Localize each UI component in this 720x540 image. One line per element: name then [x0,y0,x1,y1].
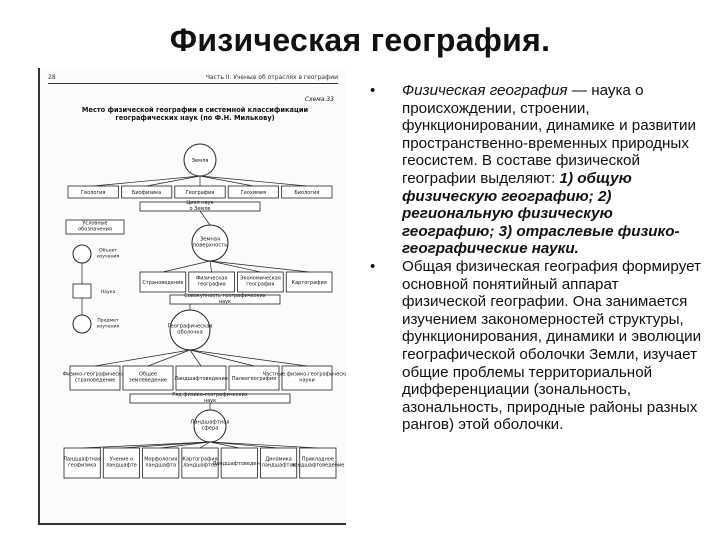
top-science-box-2-label: География [186,190,215,196]
middle-science-box-3-label: Картография [292,280,327,286]
lower-science-box-3-label: Палеогеография [232,376,276,382]
bullet-text: Физическая география — наука о происхожд… [402,82,706,258]
bullet-dot: • [370,82,376,99]
bottom-link-3 [199,441,211,449]
scan-caption: Схема 33 [304,96,334,103]
scan-page-number: 28 [48,74,56,81]
bottom-link-0 [82,441,211,449]
legend-subject-circle [72,314,92,334]
geo-set-bar [169,294,281,305]
bottom-link-2 [160,441,211,449]
bottom-science-box-1 [102,447,140,479]
bottom-science-box-0 [63,447,101,479]
lower-link-1 [147,349,191,367]
term-physical-geography: Физическая география [402,82,568,99]
top-link-1 [146,175,201,187]
top-science-box-1-label: Биофизика [132,190,161,196]
bottom-link-6 [209,441,318,449]
bullet-item-definition: • Физическая география — наука о происхо… [366,82,706,258]
legend-object-circle [72,244,92,264]
lower-science-box-2 [175,365,227,391]
legend-science-label: Наука [101,289,116,295]
bottom-science-box-3 [181,447,219,479]
bottom-science-box-2 [142,447,180,479]
scanned-diagram: 28 Часть II. Ученые об отраслях в геогра… [38,68,346,525]
legend-science-rect [72,283,92,299]
scan-header: 28 Часть II. Ученые об отраслях в геогра… [48,74,338,81]
lower-science-box-4 [281,365,333,391]
scan-running-header: Часть II. Ученые об отраслях в географии [205,74,338,81]
lower-science-box-0 [69,365,121,391]
bottom-link-5 [209,441,279,449]
lower-science-box-1 [122,365,174,391]
lower-link-4 [189,349,308,367]
bullet-text: Общая физическая география формирует осн… [402,257,702,434]
scan-header-rule [48,83,338,84]
cycle-to-surface [199,210,211,226]
middle-link-1 [209,260,212,273]
lower-link-0 [94,349,191,367]
legend-title-box [65,219,125,235]
top-science-box-0-label: Геология [81,190,105,196]
bottom-link-4 [209,441,240,449]
scan-heading: Место физической географии в системной к… [81,106,309,123]
middle-link-0 [162,260,211,273]
bottom-science-box-5 [260,447,298,479]
top-science-box-3-label: Геохимия [241,190,266,196]
lower-link-2 [189,349,202,367]
lower-link-3 [189,349,255,367]
bullet-list: • Физическая география — наука о происхо… [366,82,706,434]
top-science-box-4-label: Биология [294,190,319,196]
top-link-4 [199,175,307,187]
bottom-science-box-4-label: Ландшафтоведение [212,461,266,467]
top-link-3 [199,175,254,187]
earth-circle-label: Земля [192,158,209,164]
subdivision-list: 1) общую физическую географию; 2) регион… [402,169,680,258]
top-science-box-4 [281,185,333,199]
definition-text: — наука о происхождении, строении, функц… [402,82,696,187]
bottom-science-box-4 [220,447,258,479]
top-link-0 [93,175,201,187]
bullet-dot: • [370,257,376,275]
slide-title: Физическая география. [169,22,551,58]
lower-science-box-2-label: Ландшафтоведение [174,376,228,382]
middle-link-3 [209,260,310,273]
middle-science-box-0-label: Страноведение [142,280,183,286]
top-science-box-0 [67,185,119,199]
bullet-item-general: • Общая физическая география формирует о… [366,258,706,434]
bottom-science-box-6 [299,447,337,479]
bottom-link-1 [121,441,211,449]
middle-link-2 [209,260,261,273]
